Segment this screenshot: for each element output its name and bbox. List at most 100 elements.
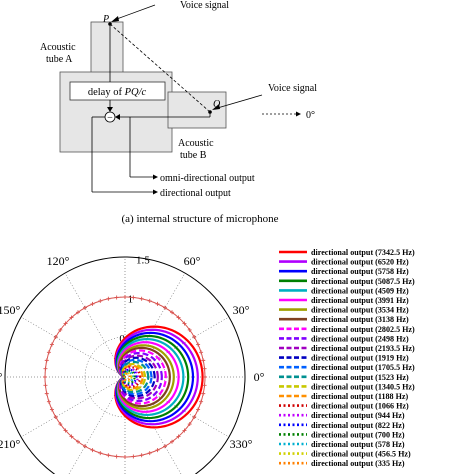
legend-label: directional output (3991 Hz) [311,296,409,305]
legend-label: directional output (335 Hz) [311,459,405,468]
radial-tick-label: 1.5 [136,255,150,267]
omni-plus-marker [199,350,204,355]
omni-plus-marker [44,391,49,396]
omni-output-label: omni-directional output [160,173,255,184]
legend-label: directional output (1705.5 Hz) [311,363,415,372]
angle-tick-label: 210° [0,437,21,451]
angle-tick-label: 180° [0,370,3,384]
arrow-into-sum-top [107,107,113,112]
omni-plus-marker [131,295,136,300]
tube-a-label-1: Acoustic [40,42,76,53]
voice-arrow-right-line [213,94,263,110]
tube-b-label-2: tube B [180,150,207,161]
omni-plus-marker [170,439,175,444]
polar-spoke [68,376,126,474]
legend-label: directional output (5758 Hz) [311,267,409,276]
omni-plus-marker [43,375,47,379]
polar-spoke [20,376,126,438]
omni-plus-marker [43,366,48,371]
omni-plus-marker [63,321,68,326]
angle-tick-label: 0° [254,370,265,384]
directional-series-curve [123,371,133,383]
polar-chart: 0.511.530°60°120°150°180°210°0°330° [0,254,265,474]
omni-plus-marker [139,296,144,301]
angle-tick-label: 120° [47,254,70,268]
legend-label: directional output (2498 Hz) [311,334,409,343]
legend-label: directional output (578 Hz) [311,440,405,449]
legend-label: directional output (1523 Hz) [311,373,409,382]
legend-label: directional output (822 Hz) [311,421,405,430]
legend-label: directional output (1919 Hz) [311,354,409,363]
omni-plus-marker [98,451,103,456]
omni-plus-marker [201,358,206,363]
omni-plus-marker [114,454,119,459]
omni-plus-marker [192,415,197,419]
omni-plus-marker [53,335,58,339]
omni-plus-marker [123,295,127,299]
polar-outer-ring [4,256,246,474]
omni-plus-marker [203,375,207,379]
legend-label: directional output (1340.5 Hz) [311,382,415,391]
omni-plus-marker [53,415,58,419]
legend-label: directional output (1066 Hz) [311,402,409,411]
omni-plus-marker [69,315,74,320]
omni-plus-marker [46,350,51,355]
radial-tick-label: 1 [128,294,134,306]
legend-label: directional output (5087.5 Hz) [311,277,415,286]
acoustic-tube-b [167,91,227,129]
omni-plus-marker [106,453,111,458]
microphone-diagram: delay of PQ/c P Q − omni-directional out… [40,0,317,225]
omni-plus-marker [58,327,63,332]
polar-legend: directional output (7342.5 Hz)directiona… [279,248,415,468]
directional-series-curve [122,367,139,387]
omni-plus-marker [202,383,207,388]
omni-plus-marker [106,296,111,301]
omni-plus-marker [147,451,152,456]
omni-plus-marker [147,298,152,303]
angle-tick-label: 330° [230,437,253,451]
arrow-into-sum-right [115,114,120,120]
omni-plus-marker [98,298,103,303]
omni-plus-marker [187,327,192,332]
voice-arrow-right-head [212,104,220,110]
dir-output-arrow [153,189,158,195]
omni-plus-marker [199,399,204,404]
direction-arrow-head [296,111,301,117]
omni-plus-marker [49,407,54,412]
legend-label: directional output (2193.5 Hz) [311,344,415,353]
omni-plus-marker [163,444,167,449]
omni-plus-marker [43,383,48,388]
angle-tick-label: 30° [233,303,250,317]
omni-plus-marker [163,305,167,310]
omni-plus-marker [44,358,49,363]
omni-plus-marker [196,342,201,347]
omni-plus-marker [196,407,201,412]
angle-tick-label: 150° [0,303,21,317]
omni-plus-marker [90,301,95,306]
legend-label: directional output (4509 Hz) [311,286,409,295]
omni-plus-marker [49,342,54,347]
polar-spoke [64,272,126,378]
omni-plus-marker [69,434,74,439]
omni-plus-marker [155,301,160,306]
voice-signal-top-label: Voice signal [180,0,229,11]
omni-plus-marker [176,315,181,320]
voice-signal-right-label: Voice signal [268,83,317,94]
omni-plus-marker [75,439,80,444]
delay-box [69,81,166,101]
omni-plus-marker [155,448,160,453]
angle-tick-label: 60° [184,254,201,268]
omni-plus-marker [63,428,68,433]
omni-plus-marker [201,391,206,396]
omni-plus-marker [192,335,197,339]
polar-plot-area: 0.511.530°60°120°150°180°210°0°330° [0,254,265,474]
omni-plus-marker [170,310,175,315]
legend-label: directional output (2802.5 Hz) [311,325,415,334]
omni-plus-marker [176,434,181,439]
omni-plus-marker [46,399,51,404]
omni-plus-marker [202,366,207,371]
directional-series-curve [123,372,131,382]
polar-spoke [20,316,126,378]
delay-label: delay of PQ/c [88,87,147,98]
direction-label: 0° [306,110,315,121]
